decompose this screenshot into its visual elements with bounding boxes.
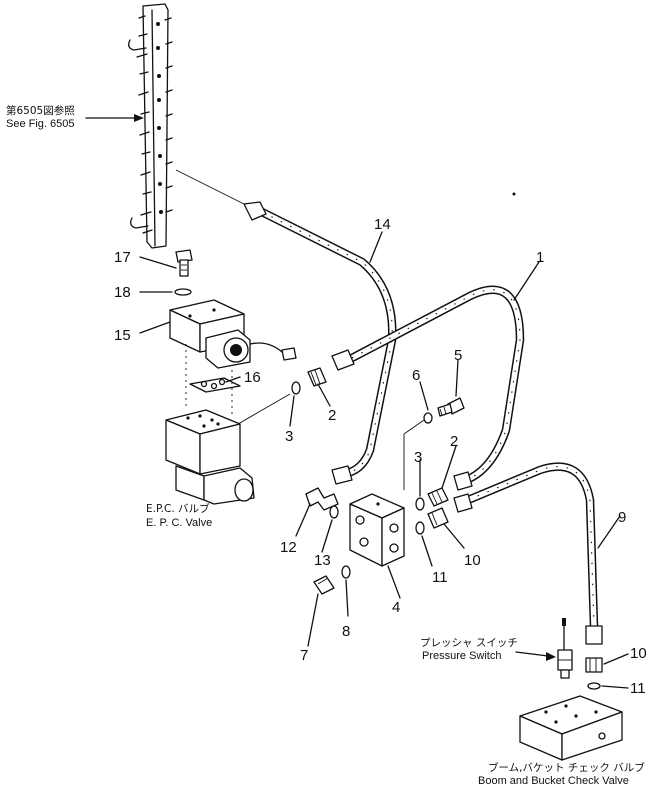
o-ring-13 xyxy=(329,505,339,519)
epc-valve-label-en: E. P. C. Valve xyxy=(146,517,212,529)
callout-7: 7 xyxy=(300,647,308,664)
callout-9: 9 xyxy=(618,509,626,526)
adapter-2-lower xyxy=(427,487,449,507)
callout-11-valve: 11 xyxy=(630,680,646,697)
callout-10-block: 10 xyxy=(464,552,481,569)
callout-6: 6 xyxy=(412,367,420,384)
o-ring-3-lower xyxy=(415,497,425,511)
solenoid-valve-15 xyxy=(169,299,297,369)
callout-2-lower: 2 xyxy=(450,433,458,450)
check-valve-label-jp: ブーム,バケット チェック バルブ xyxy=(488,761,645,774)
callout-14: 14 xyxy=(374,216,391,233)
callouts: 1 14 17 18 15 16 2 3 6 5 2 3 10 11 4 12 … xyxy=(114,216,647,697)
o-ring-3-upper xyxy=(291,381,301,395)
junction-block-4 xyxy=(349,493,405,567)
adapter-2-upper xyxy=(307,367,327,387)
pressure-switch-label-jp: プレッシャ スイッチ xyxy=(420,637,518,649)
callout-5: 5 xyxy=(454,347,462,364)
check-valve-block xyxy=(519,695,623,761)
washer-6 xyxy=(423,412,433,424)
stray-dot xyxy=(512,192,516,196)
callout-13: 13 xyxy=(314,552,331,569)
bolt-5 xyxy=(437,397,465,417)
callout-11-block: 11 xyxy=(432,569,448,586)
pressure-switch xyxy=(515,618,573,679)
callout-15: 15 xyxy=(114,327,131,344)
callout-12: 12 xyxy=(280,539,297,556)
connector-10-block xyxy=(427,507,449,529)
washer-18 xyxy=(174,288,192,296)
callout-4: 4 xyxy=(392,599,400,616)
callout-3-lower: 3 xyxy=(414,449,422,466)
callout-1: 1 xyxy=(536,249,544,266)
epc-valve-label-jp: E.P.C. バルブ xyxy=(146,502,210,515)
callout-8: 8 xyxy=(342,623,350,640)
pressure-switch-label-en: Pressure Switch xyxy=(422,650,501,662)
bolt-17 xyxy=(175,249,193,277)
callout-18: 18 xyxy=(114,284,131,301)
plug-7 xyxy=(313,575,335,595)
fig-ref-label-en: See Fig. 6505 xyxy=(6,118,75,130)
elbow-12 xyxy=(305,487,339,511)
o-ring-11-valve xyxy=(587,682,601,690)
bracket-rail xyxy=(128,3,173,249)
bolt-axis-line xyxy=(403,419,425,435)
callout-17: 17 xyxy=(114,249,131,266)
leader-lines xyxy=(139,231,629,689)
callout-3-upper: 3 xyxy=(285,428,293,445)
fig-ref-arrow xyxy=(85,114,144,122)
epc-valve-block xyxy=(165,409,255,505)
fig-ref-label-jp: 第6505図参照 xyxy=(6,104,75,117)
o-ring-11-block xyxy=(415,521,425,535)
hose-1 xyxy=(331,285,525,491)
captions: 第6505図参照 See Fig. 6505 E.P.C. バルブ E. P. … xyxy=(6,104,645,786)
hose-9 xyxy=(453,462,603,645)
callout-2-upper: 2 xyxy=(328,407,336,424)
check-valve-label-en: Boom and Bucket Check Valve xyxy=(478,775,629,786)
connector-10-valve xyxy=(585,657,603,673)
o-ring-8 xyxy=(341,565,351,579)
callout-16: 16 xyxy=(244,369,261,386)
epc-port-line xyxy=(237,393,291,425)
callout-10-valve: 10 xyxy=(630,645,647,662)
